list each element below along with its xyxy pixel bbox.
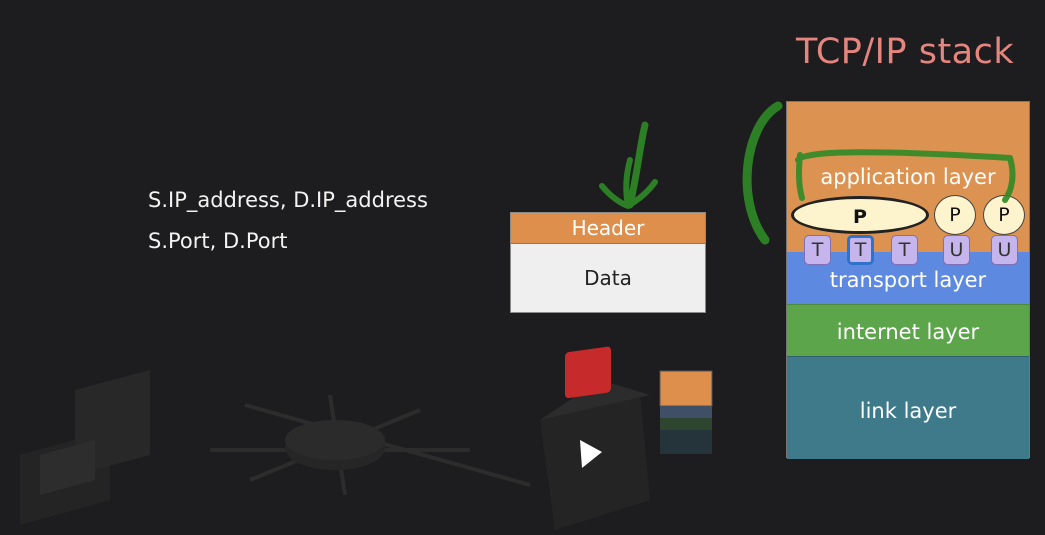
tcp-port: T <box>891 235 918 265</box>
transport-layer-label: transport layer <box>829 268 987 292</box>
link-layer-label: link layer <box>859 399 957 423</box>
link-layer: link layer <box>787 356 1029 459</box>
internet-layer-label: internet layer <box>836 320 980 344</box>
process-circle: P <box>983 195 1025 235</box>
udp-port: U <box>943 235 970 265</box>
arrow-annotation <box>626 121 649 209</box>
tcp-ip-stack: application layer transport layer intern… <box>786 101 1030 459</box>
port-fields: S.Port, D.Port <box>148 229 288 253</box>
ip-address-fields: S.IP_address, D.IP_address <box>148 188 428 212</box>
packet-stack-icon <box>659 370 713 454</box>
process-circle: P <box>791 196 929 234</box>
application-layer-label: application layer <box>820 165 996 189</box>
process-circle: P <box>934 195 976 235</box>
packet-data: Data <box>584 266 632 290</box>
slide-title: TCP/IP stack <box>796 32 1015 72</box>
address-fields: S.IP_address, D.IP_address S.Port, D.Por… <box>148 180 428 262</box>
internet-layer: internet layer <box>787 304 1029 357</box>
tcp-port: T <box>804 235 831 265</box>
udp-port: U <box>991 235 1018 265</box>
bracket-annotation <box>742 101 783 245</box>
video-play-icon <box>565 346 611 468</box>
packet-header: Header <box>511 213 705 244</box>
tcp-port-selected: T <box>847 235 874 265</box>
packet: Header Data <box>510 212 706 313</box>
